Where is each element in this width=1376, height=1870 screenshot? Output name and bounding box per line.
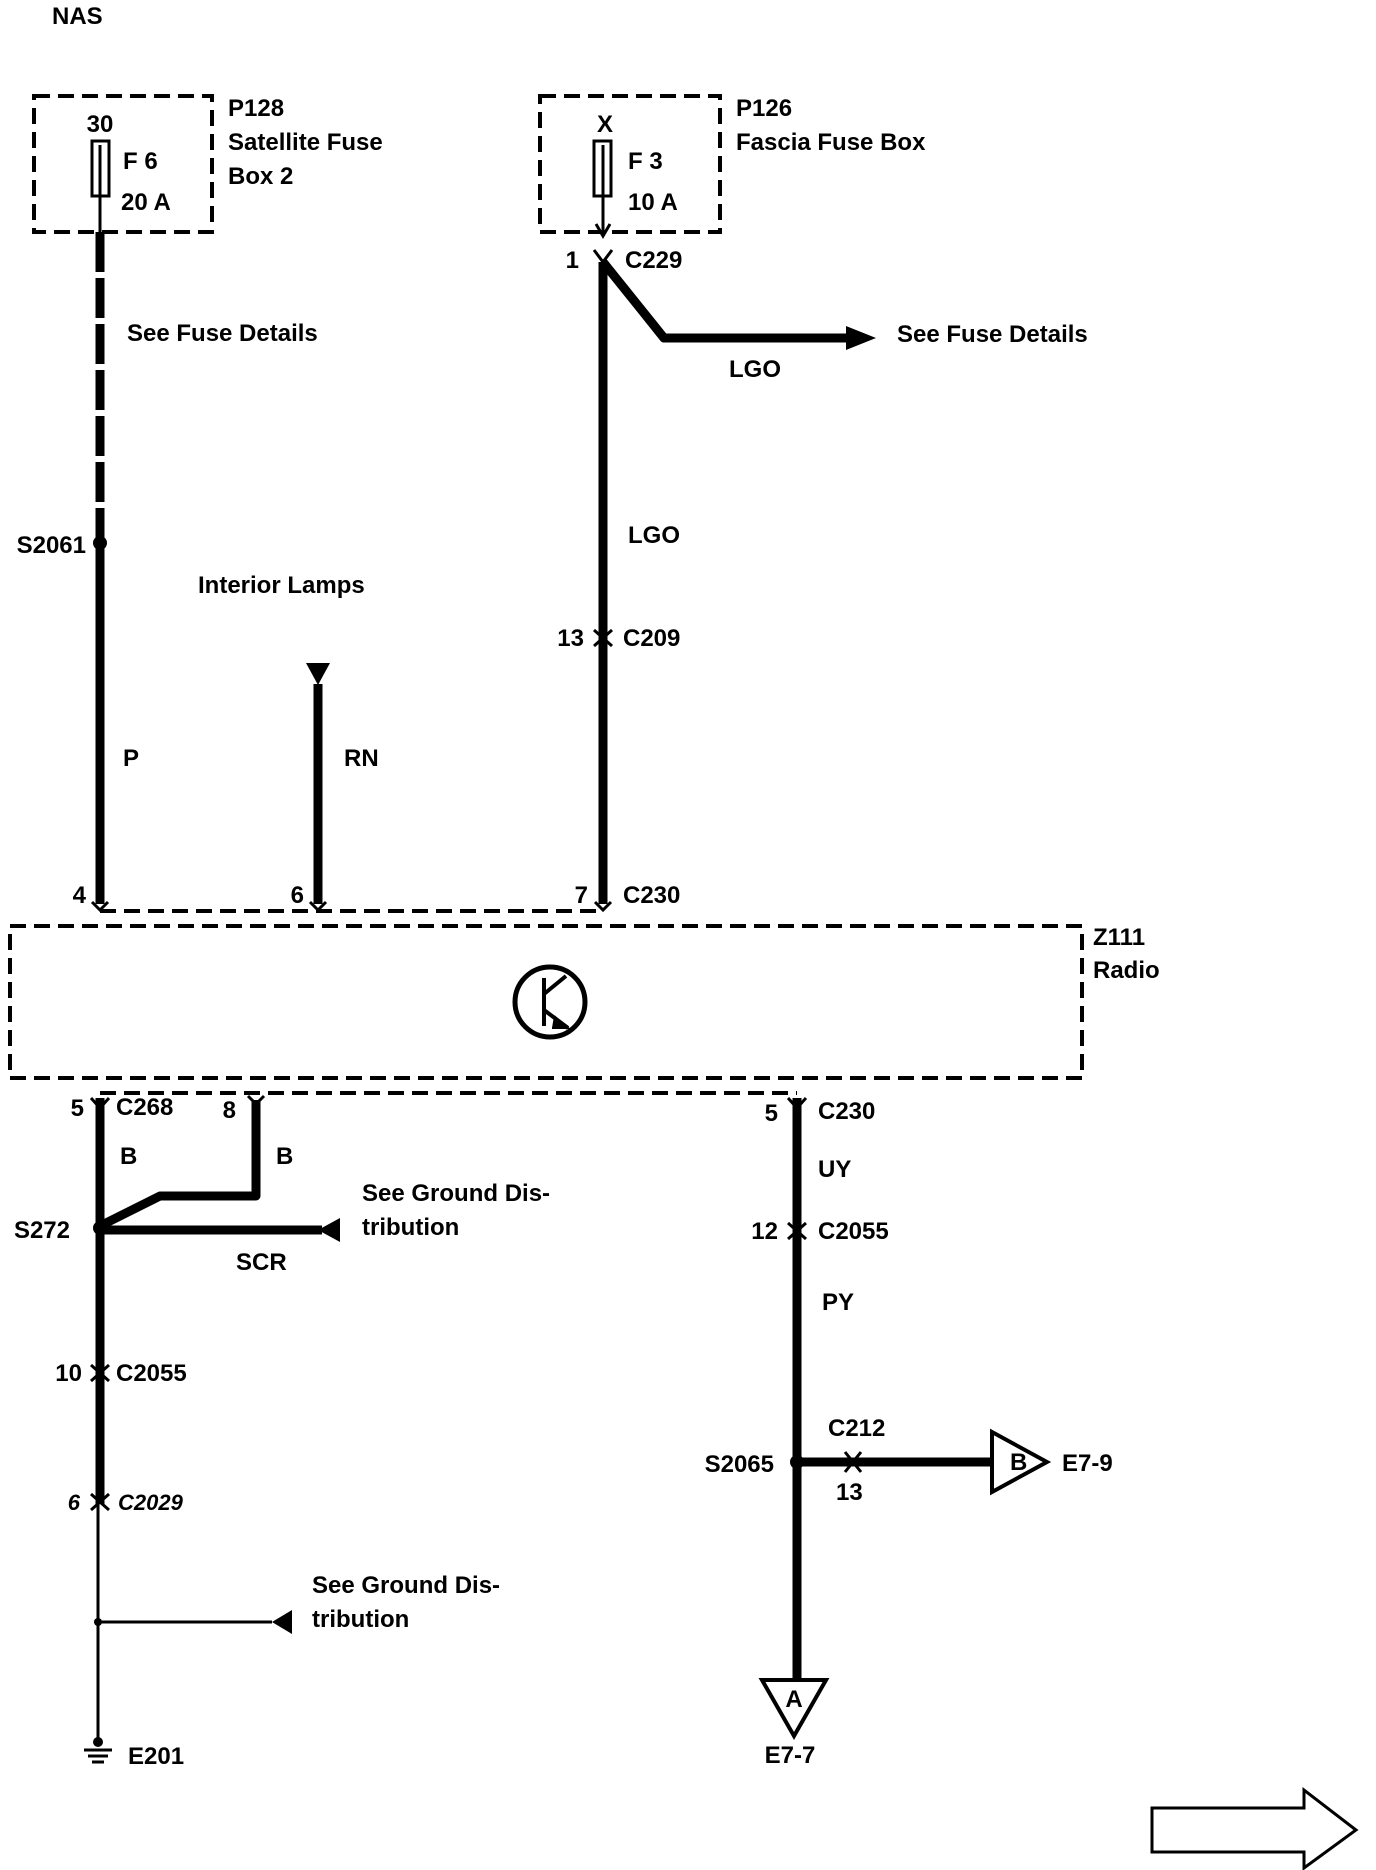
ground-dist-2-label-2: tribution [312, 1606, 409, 1633]
fuse-box-p128-name: Satellite Fuse [228, 129, 383, 156]
interior-lamps-arrow-icon [306, 663, 330, 685]
ground-e201-icon [84, 1737, 112, 1764]
c230-bottom-terminal-icon [786, 1096, 808, 1111]
c2055-left-pin-label: 10 [55, 1360, 82, 1387]
fuse-f3-rating: 10 A [628, 189, 678, 216]
c268-terminal-icon [89, 1096, 111, 1111]
c209-pin-label: 13 [557, 625, 584, 652]
region-label: NAS [52, 3, 103, 30]
c230-top-terminal-icon [593, 900, 613, 913]
transistor-icon [512, 964, 588, 1040]
fuse-box-p126-outline [538, 94, 722, 234]
offpage-a-triangle-icon [758, 1678, 830, 1741]
offpage-b-letter: B [1010, 1449, 1027, 1476]
fuse-box-p128-id: P128 [228, 95, 284, 122]
module-name-label: Radio [1093, 957, 1160, 984]
offpage-b-triangle-icon [990, 1428, 1052, 1496]
fuse-box-p128-name-2: Box 2 [228, 163, 293, 190]
c2029-pin-label: 6 [68, 1490, 81, 1515]
splice-s2061-label: S2061 [17, 532, 86, 559]
c229-label: C229 [625, 247, 682, 274]
c2055-right-connector-icon [787, 1221, 807, 1241]
c2055-right-label: C2055 [818, 1218, 889, 1245]
see-fuse-details-right-label: See Fuse Details [897, 321, 1088, 348]
offpage-a-letter: A [785, 1686, 802, 1713]
splice-s2061-dot [93, 536, 107, 550]
wire-b-right [97, 1100, 261, 1231]
c230-bottom-label: C230 [818, 1098, 875, 1125]
c229-pin-label: 1 [566, 247, 579, 274]
ground-dist-2-label: See Ground Dis- [312, 1572, 500, 1599]
fuse-f3-arrow-icon [594, 223, 612, 239]
radio-module-outline [8, 924, 1084, 1080]
c230-bottom-pin-label: 5 [765, 1100, 778, 1127]
c268-pin-label: 5 [71, 1095, 84, 1122]
module-id-label: Z111 [1093, 924, 1145, 951]
wire-lgo-branch-label: LGO [729, 356, 781, 383]
c2055-left-label: C2055 [116, 1360, 187, 1387]
pin-8-label: 8 [223, 1097, 236, 1124]
wire-p-label: P [123, 745, 139, 772]
c209-label: C209 [623, 625, 680, 652]
transistor-emitter-arrow-icon [552, 1015, 571, 1029]
c230-top-pin-label: 7 [575, 882, 588, 909]
pin-4-label: 4 [73, 882, 87, 909]
c2055-right-pin-label: 12 [751, 1218, 778, 1245]
see-fuse-details-arrow-icon [846, 326, 876, 350]
ground-dist-1-label: See Ground Dis- [362, 1180, 550, 1207]
ground-dist-1-label-2: tribution [362, 1214, 459, 1241]
c209-connector-icon [593, 628, 613, 648]
fuse-box-p126-id: P126 [736, 95, 792, 122]
c268-label: C268 [116, 1094, 173, 1121]
wire-b-left-label: B [120, 1143, 137, 1170]
fuse-box-p128-outline [32, 94, 214, 234]
fuse-f6-label: F 6 [123, 148, 158, 175]
pin-6-label: 6 [291, 882, 304, 909]
c230-top-label: C230 [623, 882, 680, 909]
c2029-connector-icon [90, 1492, 110, 1512]
fuse-box-p126: X F 3 10 A P126 Fascia Fuse Box [538, 94, 926, 239]
c2055-left-connector-icon [90, 1363, 110, 1383]
ground-dist-1-arrow-icon [318, 1218, 340, 1242]
fuse-f3-label: F 3 [628, 148, 663, 175]
wire-lgo-main-label: LGO [628, 522, 680, 549]
ground-dist-2-arrow-icon [272, 1610, 292, 1634]
wire-uy-label: UY [818, 1156, 851, 1183]
see-fuse-details-left-label: See Fuse Details [127, 320, 318, 347]
c212-connector-icon [843, 1451, 863, 1473]
fuse-f3-pin: X [597, 111, 613, 138]
interior-lamps-label: Interior Lamps [198, 572, 365, 599]
c229-terminal-icon [592, 249, 614, 265]
radio-module: Z111 Radio [8, 924, 1160, 1080]
offpage-a-ref: E7-7 [765, 1742, 816, 1769]
ground-e201-label: E201 [128, 1743, 184, 1770]
fuse-f6-rating: 20 A [121, 189, 171, 216]
wire-lgo-branch [599, 259, 848, 343]
c212-pin-label: 13 [836, 1479, 863, 1506]
fuse-box-p128: 30 F 6 20 A P128 Satellite Fuse Box 2 [32, 94, 383, 234]
splice-s272-label: S272 [14, 1217, 70, 1244]
wire-py-label: PY [822, 1289, 854, 1316]
fuse-box-p126-name: Fascia Fuse Box [736, 129, 926, 156]
splice-s2065-label: S2065 [705, 1451, 774, 1478]
wire-scr-label: SCR [236, 1249, 287, 1276]
wire-rn-label: RN [344, 745, 379, 772]
c2029-label: C2029 [118, 1490, 184, 1515]
next-page-arrow-icon[interactable] [1150, 1786, 1359, 1870]
fuse-f6-pin: 30 [87, 111, 114, 138]
offpage-b-ref: E7-9 [1062, 1450, 1113, 1477]
c212-label: C212 [828, 1415, 885, 1442]
wire-b-right-label: B [276, 1143, 293, 1170]
